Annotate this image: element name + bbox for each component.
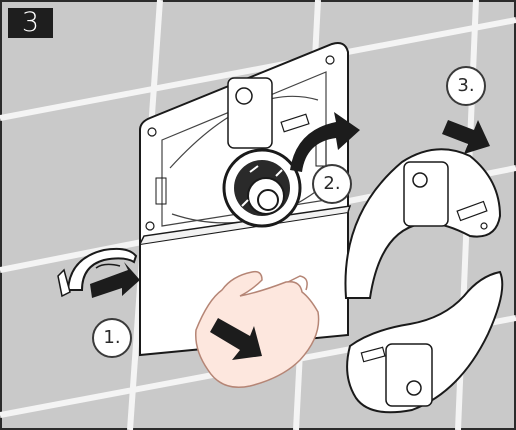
callout-step-2: 2. xyxy=(312,164,352,204)
callout-step-1: 1. xyxy=(92,318,132,358)
callout-step-3: 3. xyxy=(446,66,486,106)
step-number-badge: 3 xyxy=(8,8,53,38)
valve-body xyxy=(224,150,300,226)
